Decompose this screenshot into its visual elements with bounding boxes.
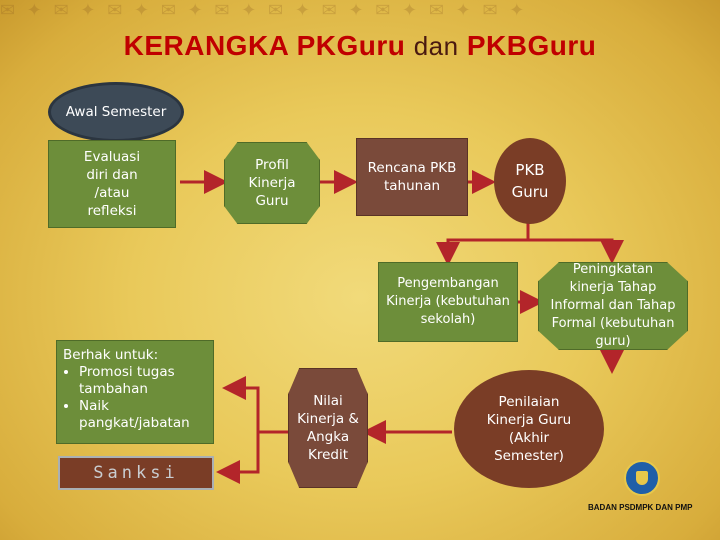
sanksi-node: Sanksi (58, 456, 214, 490)
profil-label: Profil Kinerja Guru (248, 157, 296, 209)
rencana-label: Rencana PKB tahunan (367, 160, 457, 194)
penilaian-node: Penilaian Kinerja Guru (Akhir Semester) (454, 370, 604, 488)
penilaian-label: Penilaian Kinerja Guru (Akhir Semester) (486, 394, 572, 464)
awal-semester-node: Awal Semester (48, 82, 184, 142)
berhak-item: Promosi tugas tambahan (79, 364, 207, 398)
pkb-guru-label: PKB Guru (511, 161, 549, 201)
arrow-nilai-berhak (222, 376, 290, 434)
awal-semester-label: Awal Semester (65, 104, 167, 120)
title-part3: PKBGuru (466, 30, 597, 61)
peningkatan-label: Peningkatan kinerja Tahap Informal dan T… (550, 262, 676, 349)
title-part2: dan (413, 31, 459, 61)
arrow-pkb-split-right (528, 238, 624, 264)
background-stamps: ✉ ✦ ✉ ✦ ✉ ✦ ✉ ✦ ✉ ✦ ✉ ✦ ✉ ✦ ✉ ✦ ✉ ✦ ✉ ✦ (0, 0, 528, 21)
nilai-kinerja-node: Nilai Kinerja & Angka Kredit (288, 368, 368, 488)
title-part1: KERANGKA PKGuru (123, 30, 406, 61)
institution-logo-icon (624, 460, 660, 496)
evaluasi-label: Evaluasi diri dan /atau refleksi (83, 149, 141, 219)
sanksi-label: Sanksi (93, 463, 179, 483)
berhak-list: Promosi tugas tambahan Naik pangkat/jaba… (63, 364, 207, 432)
arrow-pkb-split (436, 222, 530, 266)
peningkatan-node: Peningkatan kinerja Tahap Informal dan T… (538, 262, 688, 350)
footer-text: BADAN PSDMPK DAN PMP (588, 503, 693, 512)
arrow-nilai-sanksi (216, 432, 260, 484)
rencana-pkb-node: Rencana PKB tahunan (356, 138, 468, 216)
profil-kinerja-node: Profil Kinerja Guru (224, 142, 320, 224)
pengembangan-label: Pengembangan Kinerja (kebutuhan sekolah) (386, 276, 510, 327)
evaluasi-node: Evaluasi diri dan /atau refleksi (48, 140, 176, 228)
pkb-guru-node: PKB Guru (494, 138, 566, 224)
berhak-item: Naik pangkat/jabatan (79, 398, 207, 432)
berhak-node: Berhak untuk: Promosi tugas tambahan Nai… (56, 340, 214, 444)
page-title: KERANGKA PKGuru dan PKBGuru (0, 30, 720, 62)
pengembangan-node: Pengembangan Kinerja (kebutuhan sekolah) (378, 262, 518, 342)
nilai-label: Nilai Kinerja & Angka Kredit (297, 393, 359, 463)
berhak-title: Berhak untuk: (63, 347, 159, 363)
